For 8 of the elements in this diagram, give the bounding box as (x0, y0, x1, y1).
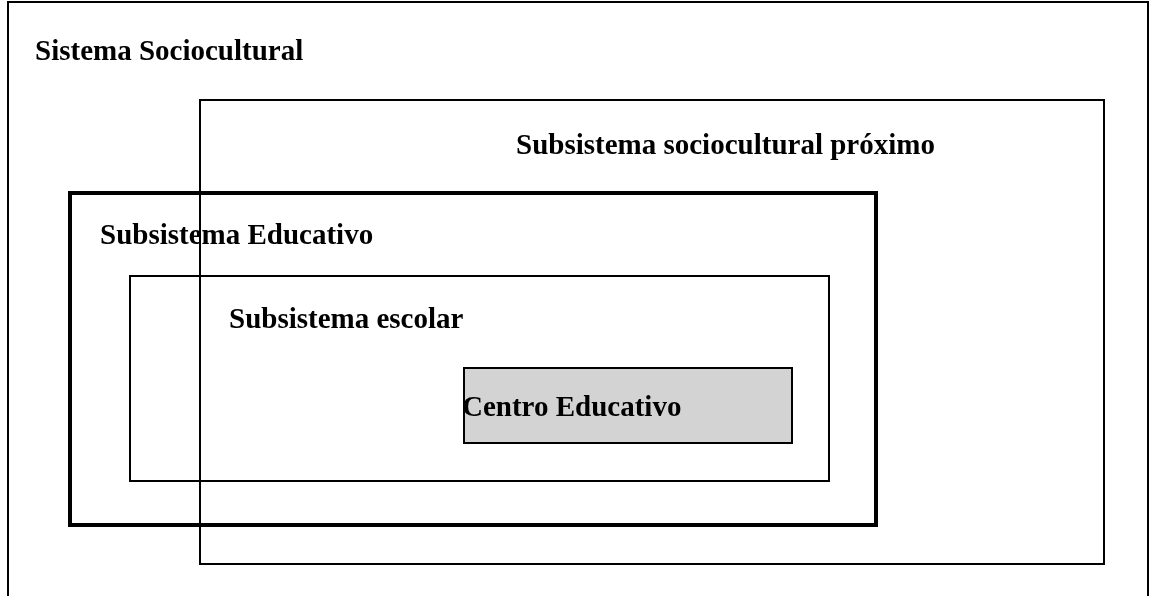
system-label: Subsistema sociocultural próximo (516, 129, 935, 161)
system-box (129, 275, 830, 482)
system-box (68, 191, 878, 527)
system-label: Subsistema escolar (229, 303, 464, 335)
system-label: Sistema Sociocultural (35, 35, 304, 67)
system-label: Centro Educativo (462, 391, 682, 423)
system-box (7, 1, 1149, 596)
shaded-box (463, 367, 793, 444)
